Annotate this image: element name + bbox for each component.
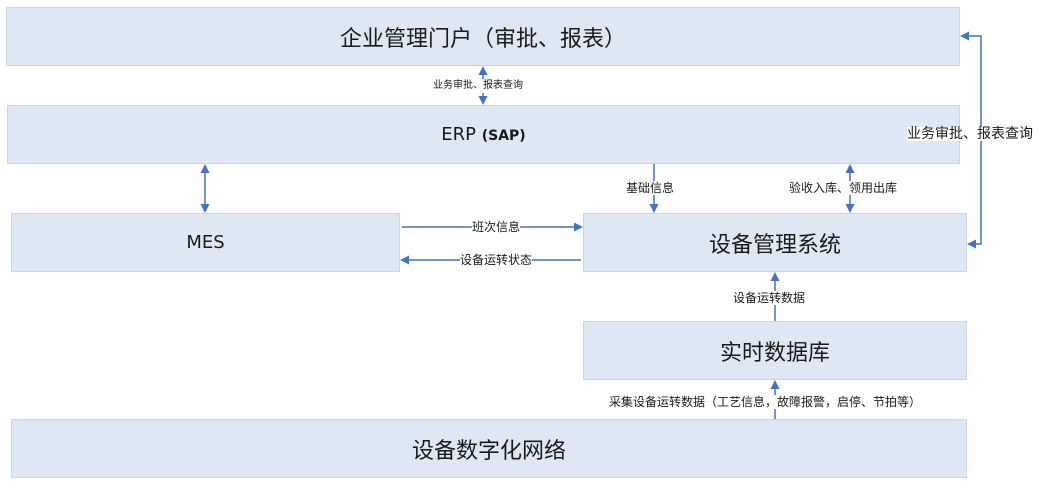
- erp-ems-stock-label: 验收入库、领用出库: [789, 181, 898, 195]
- portal-label: 企业管理门户（审批、报表）: [339, 26, 626, 52]
- network-to-rtdb-label: 采集设备运转数据（工艺信息，故障报警，启停、节拍等）: [609, 395, 922, 409]
- erp-box: ERP (SAP): [7, 105, 960, 164]
- erp-label-main: ERP: [441, 124, 476, 145]
- ems-to-mes-label: 设备运转状态: [460, 253, 533, 267]
- erp-label-sub: (SAP): [481, 128, 526, 144]
- portal-erp-label: 业务审批、报表查询: [433, 79, 523, 93]
- erp-ems-basic-label: 基础信息: [626, 181, 675, 195]
- network-label: 设备数字化网络: [411, 438, 566, 464]
- rtdb-label: 实时数据库: [719, 340, 830, 366]
- erp-label: ERP (SAP): [441, 124, 525, 145]
- ems-portal-label: 业务审批、报表查询: [907, 126, 1033, 142]
- rtdb-box: 实时数据库: [583, 321, 967, 380]
- mes-label: MES: [186, 232, 225, 253]
- network-box: 设备数字化网络: [11, 419, 967, 478]
- rtdb-to-ems-label: 设备运转数据: [733, 291, 806, 305]
- ems-label: 设备管理系统: [708, 232, 841, 258]
- mes-box: MES: [11, 213, 400, 272]
- mes-to-ems-label: 班次信息: [472, 220, 521, 234]
- portal-box: 企业管理门户（审批、报表）: [6, 7, 960, 66]
